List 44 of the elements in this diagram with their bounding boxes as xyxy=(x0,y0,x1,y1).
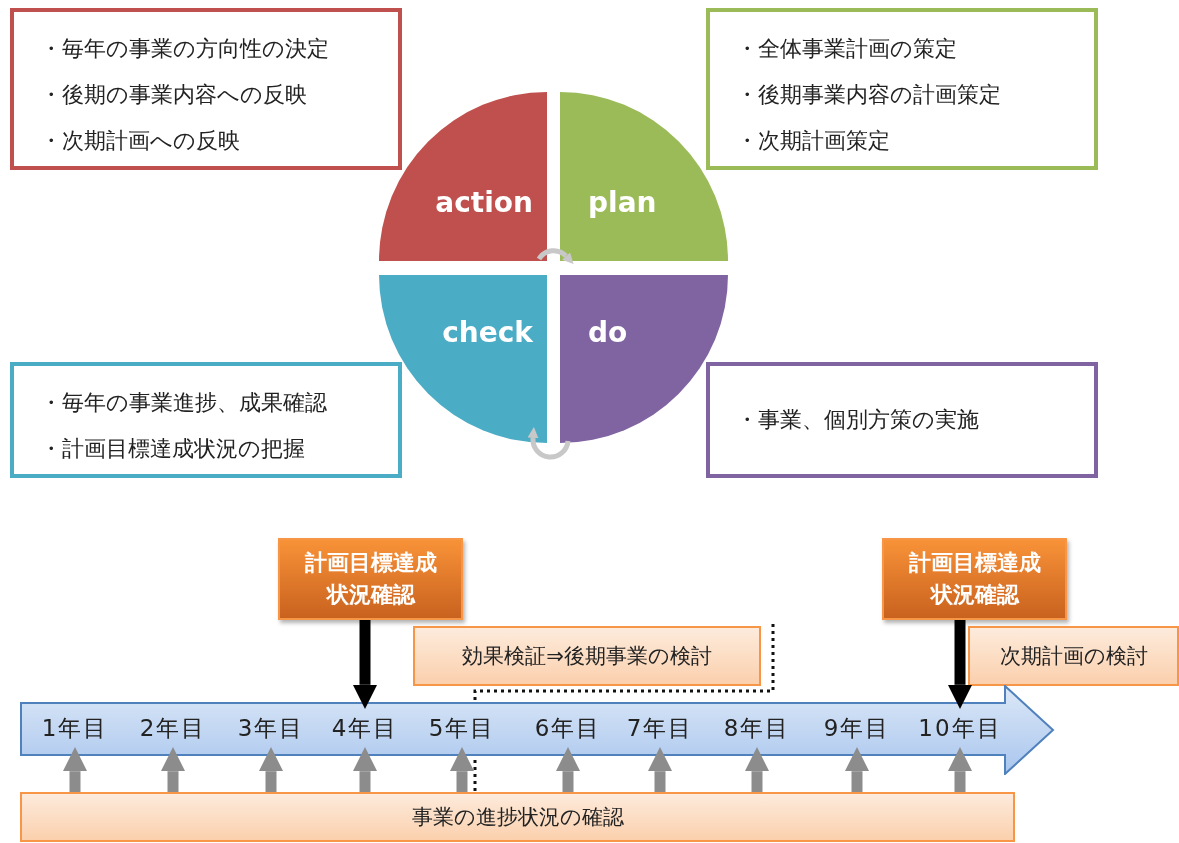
bullet-list-box xyxy=(10,8,402,170)
phase-label: check xyxy=(442,316,533,350)
year-label: 10年目 xyxy=(912,709,1008,747)
milestone-box: 計画目標達成状況確認 xyxy=(278,538,463,620)
bullet-list-box xyxy=(706,362,1098,478)
phase-label: do xyxy=(588,316,628,350)
block-arrow xyxy=(449,747,475,792)
block-arrow xyxy=(258,747,284,792)
year-label: 9年目 xyxy=(809,709,905,747)
year-label: 5年目 xyxy=(414,709,510,747)
year-label: 4年目 xyxy=(317,709,413,747)
bullet-item: ・毎年の事業進捗、成果確認 xyxy=(40,389,328,417)
bullet-list-box xyxy=(706,8,1098,170)
bullet-list-box xyxy=(10,362,402,478)
block-arrow xyxy=(160,747,186,792)
phase-label: plan xyxy=(588,186,657,220)
note-box: 事業の進捗状況の確認 xyxy=(20,792,1015,842)
year-label: 1年目 xyxy=(27,709,123,747)
cycle-arrow xyxy=(536,248,574,264)
phase-label: action xyxy=(435,186,533,220)
bullet-item: ・後期の事業内容への反映 xyxy=(40,81,308,109)
block-arrow xyxy=(352,747,378,792)
block-arrow xyxy=(647,747,673,792)
bullet-item: ・毎年の事業の方向性の決定 xyxy=(40,35,330,63)
note-box: 次期計画の検討 xyxy=(968,626,1179,686)
milestone-box: 計画目標達成状況確認 xyxy=(882,538,1067,620)
bullet-item: ・次期計画策定 xyxy=(736,127,891,155)
block-arrow xyxy=(62,747,88,792)
year-label: 3年目 xyxy=(223,709,319,747)
bullet-item: ・事業、個別方策の実施 xyxy=(736,406,979,434)
block-arrow xyxy=(744,747,770,792)
block-arrow xyxy=(844,747,870,792)
block-arrow xyxy=(947,620,973,709)
bullet-item: ・全体事業計画の策定 xyxy=(736,35,958,63)
cycle-arrow xyxy=(527,427,571,460)
note-box: 効果検証⇒後期事業の検討 xyxy=(413,626,761,686)
block-arrow xyxy=(947,747,973,792)
year-label: 8年目 xyxy=(709,709,805,747)
bullet-item: ・次期計画への反映 xyxy=(40,127,241,155)
block-arrow xyxy=(555,747,581,792)
block-arrow xyxy=(352,620,378,709)
year-label: 2年目 xyxy=(125,709,221,747)
bullet-item: ・計画目標達成状況の把握 xyxy=(40,435,306,463)
bullet-item: ・後期事業内容の計画策定 xyxy=(736,81,1002,109)
